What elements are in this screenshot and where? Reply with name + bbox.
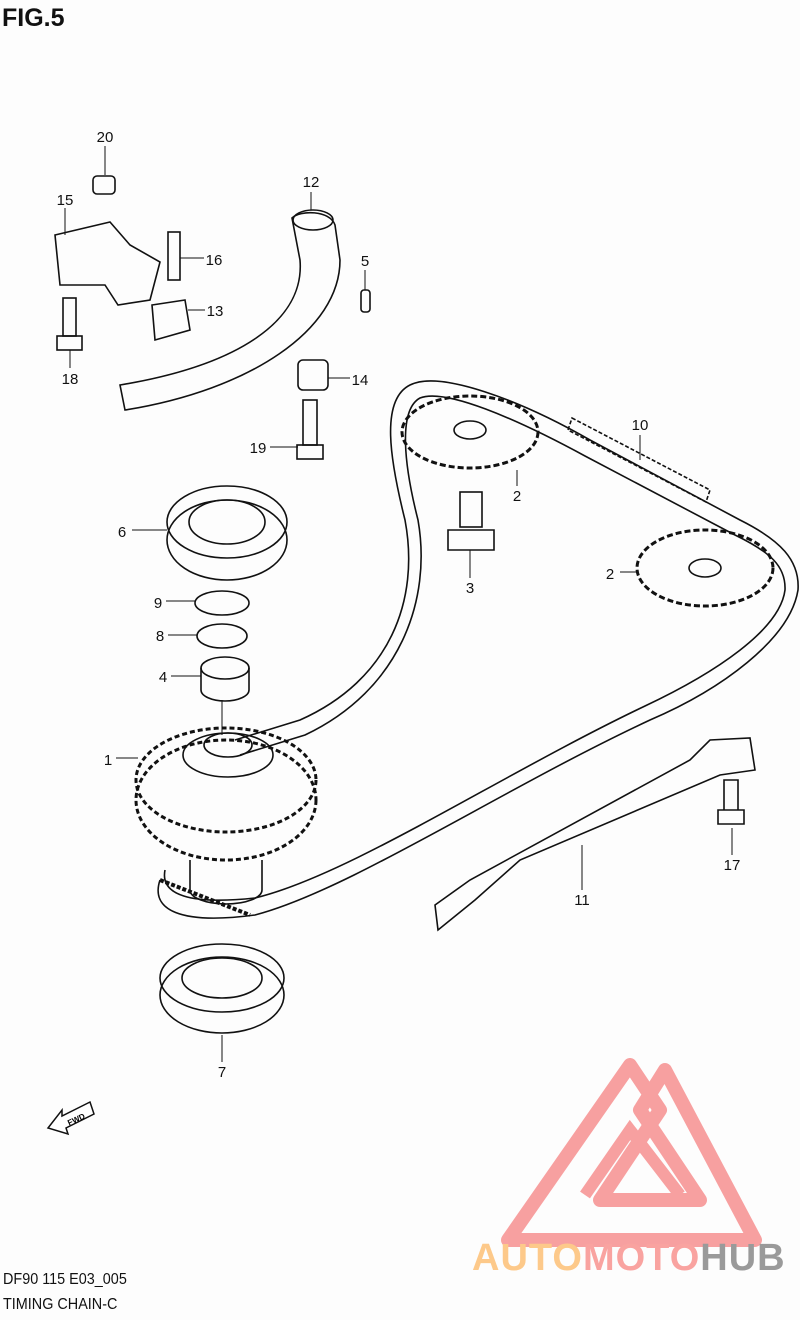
watermark-hub: HUB xyxy=(700,1237,786,1279)
callout-1: 1 xyxy=(104,752,112,769)
callout-5: 5 xyxy=(361,253,369,270)
callout-8: 8 xyxy=(156,628,164,645)
callout-7: 7 xyxy=(218,1064,226,1081)
timing-chain xyxy=(157,380,799,919)
part-3-bolt xyxy=(459,491,483,528)
part-12-guide xyxy=(119,211,341,411)
callout-17: 17 xyxy=(724,857,741,874)
part-8-o-ring xyxy=(196,623,248,649)
part-13-shoe xyxy=(151,299,191,342)
watermark-logo xyxy=(501,1058,762,1247)
part-10-chain xyxy=(567,416,711,504)
callout-2: 2 xyxy=(513,488,521,505)
figure-title: FIG.5 xyxy=(2,4,65,32)
part-6-bearing xyxy=(166,485,288,581)
figure-name: TIMING CHAIN-C xyxy=(3,1296,118,1313)
callout-19: 19 xyxy=(250,440,267,457)
watermark-text: AUTOMOTOHUB xyxy=(472,1237,786,1280)
part-14-collar xyxy=(297,359,329,391)
callout-13: 13 xyxy=(207,303,224,320)
fwd-arrow-icon: FWD xyxy=(46,1100,95,1136)
callout-9: 9 xyxy=(154,595,162,612)
part-2-sprocket-upper xyxy=(400,394,540,470)
part-20-nut xyxy=(92,175,116,195)
watermark-auto: AUTO xyxy=(472,1237,583,1279)
part-4-bushing xyxy=(200,656,250,702)
callout-20: 20 xyxy=(97,129,114,146)
watermark-moto: MOTO xyxy=(582,1237,701,1279)
callout-6: 6 xyxy=(118,524,126,541)
part-5-pin xyxy=(360,289,371,313)
callout-10: 10 xyxy=(632,417,649,434)
figure-code: DF90 115 E03_005 xyxy=(3,1271,127,1288)
callout-14: 14 xyxy=(352,372,369,389)
part-15-tensioner xyxy=(54,221,161,306)
part-18-bolt xyxy=(62,297,77,337)
part-7-bearing xyxy=(159,943,285,1034)
part-17-bolt xyxy=(717,779,745,825)
callout-11: 11 xyxy=(574,892,590,909)
part-1-gear xyxy=(134,726,318,905)
part-2-sprocket-lower xyxy=(635,528,775,608)
callout-15: 15 xyxy=(57,192,74,209)
part-16-spring xyxy=(167,231,181,281)
part-19-bolt xyxy=(302,399,318,446)
callout-16: 16 xyxy=(206,252,223,269)
callout-3: 3 xyxy=(466,580,474,597)
callout-12: 12 xyxy=(303,174,320,191)
callout-4: 4 xyxy=(159,669,167,686)
part-11-guide xyxy=(434,737,756,932)
part-9-circlip xyxy=(194,590,250,616)
callout-18: 18 xyxy=(62,371,79,388)
callout-2: 2 xyxy=(606,566,614,583)
